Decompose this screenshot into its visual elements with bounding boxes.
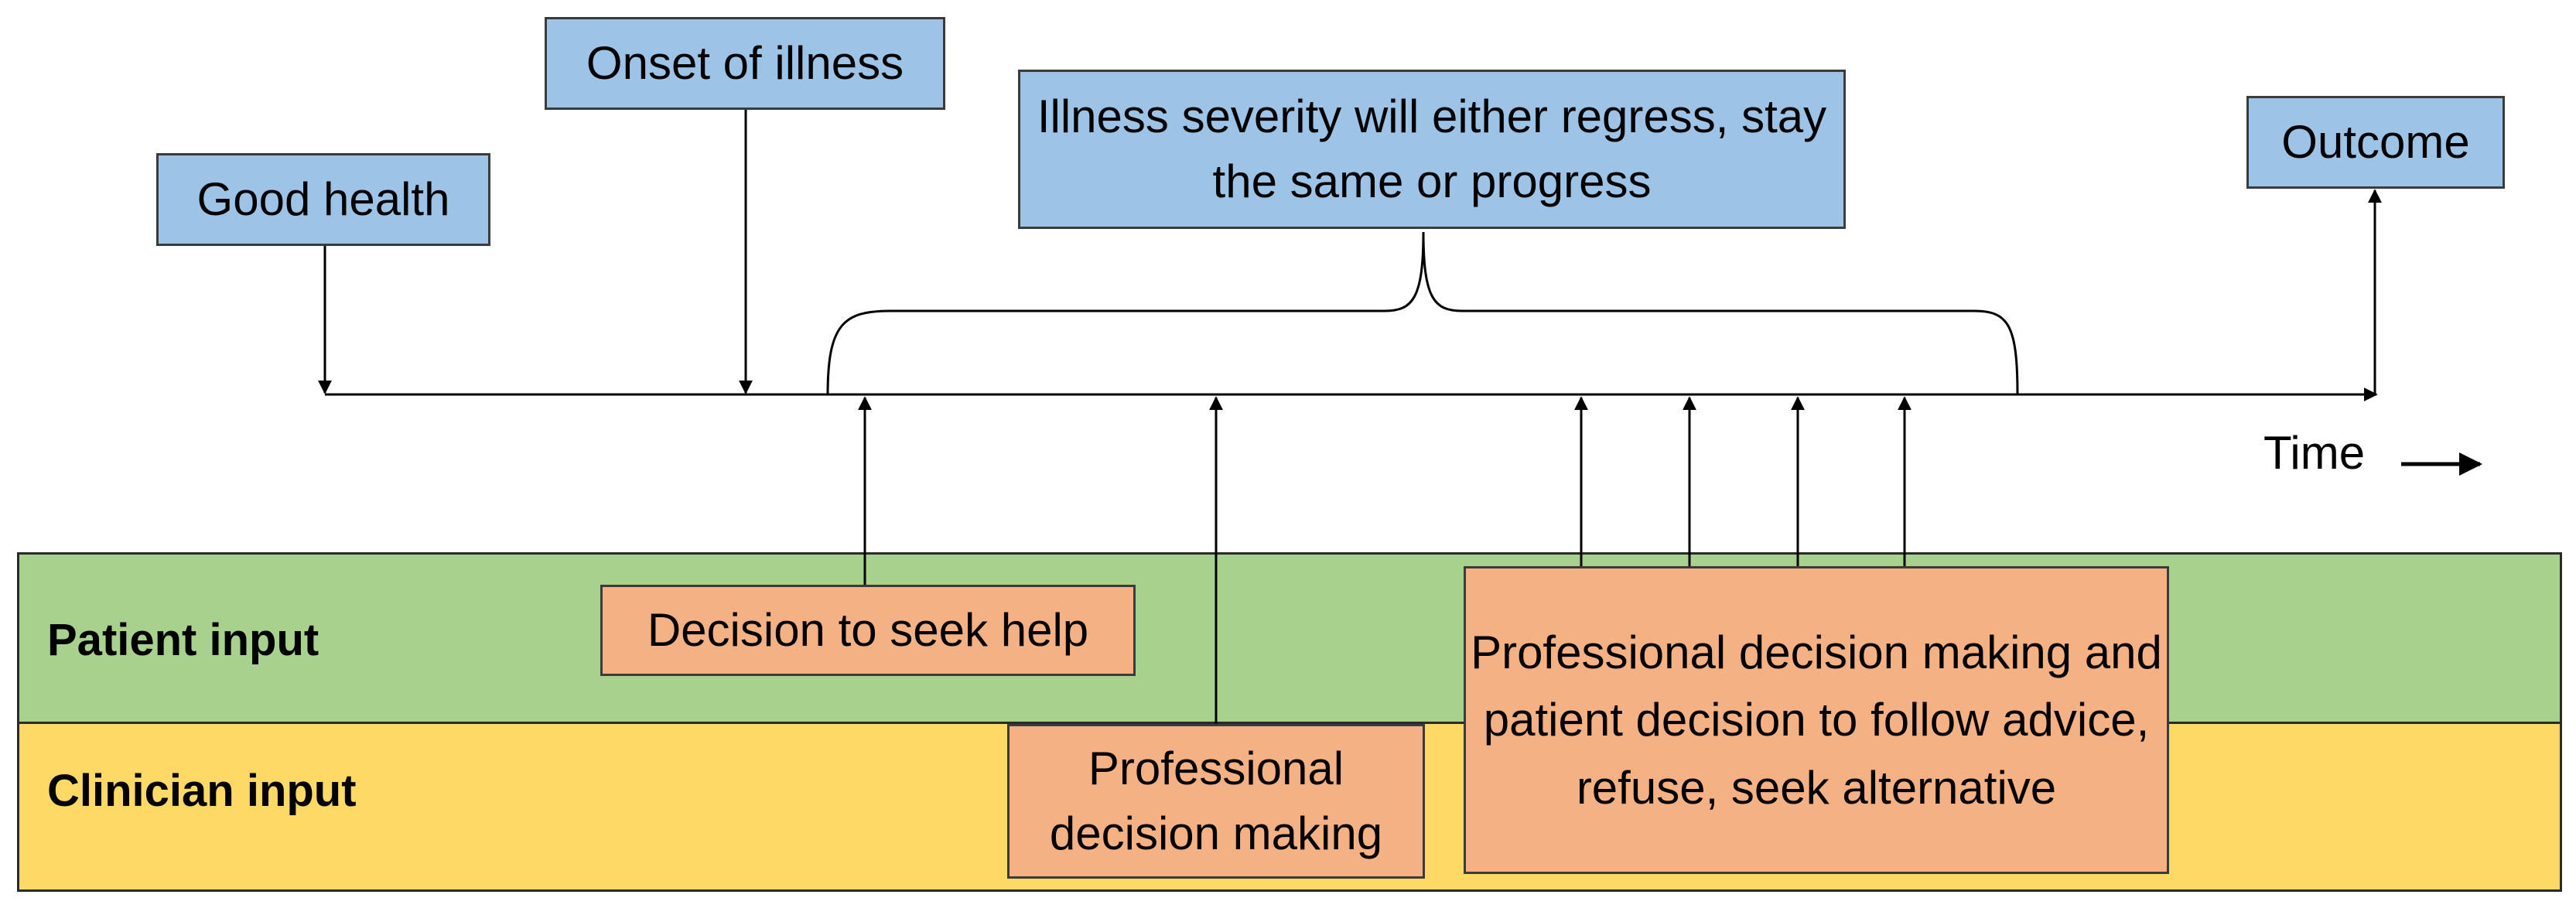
clinician-input-label: Clinician input xyxy=(47,766,357,816)
time-label: Time xyxy=(2263,427,2366,479)
onset-of-illness-box: Onset of illness xyxy=(545,17,945,110)
severity-brace xyxy=(826,231,2019,395)
shared-decision-making-box: Professional decision making and patient… xyxy=(1464,566,2169,874)
outcome-box: Outcome xyxy=(2246,96,2505,189)
patient-input-label: Patient input xyxy=(47,615,319,665)
illness-severity-box: Illness severity will either regress, st… xyxy=(1018,70,1846,229)
decision-to-seek-help-box: Decision to seek help xyxy=(600,585,1136,676)
good-health-box: Good health xyxy=(156,153,490,246)
professional-decision-making-box: Professional decision making xyxy=(1007,724,1425,879)
